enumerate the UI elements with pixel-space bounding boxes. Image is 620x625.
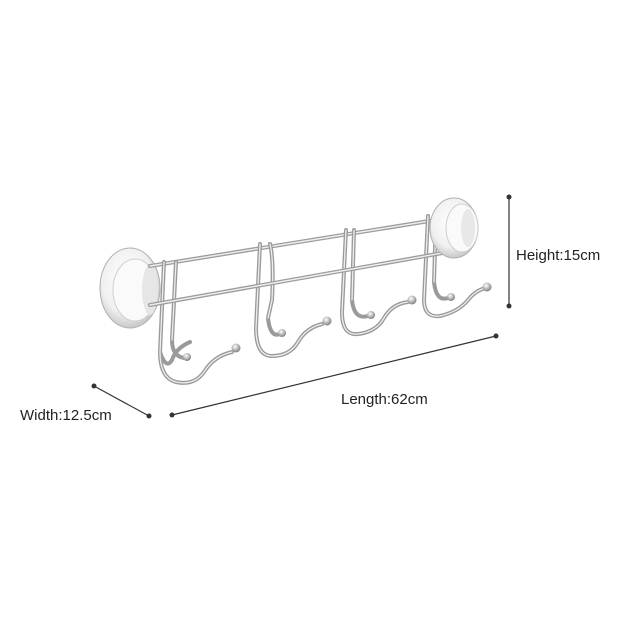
hook-3: [339, 228, 417, 337]
width-dimension-line: [91, 383, 152, 419]
length-label: Length:62cm: [341, 391, 428, 408]
height-label: Height:15cm: [516, 247, 601, 264]
height-dimension-line: [506, 194, 512, 309]
right-suction-cup: [429, 197, 479, 259]
left-suction-cup: [99, 247, 161, 329]
front-rail: [148, 250, 450, 307]
hook-2: [253, 242, 332, 359]
width-label: Width:12.5cm: [20, 407, 112, 424]
hook-1: [157, 260, 241, 385]
rails: [148, 216, 450, 268]
length-dimension-line: [169, 333, 499, 418]
